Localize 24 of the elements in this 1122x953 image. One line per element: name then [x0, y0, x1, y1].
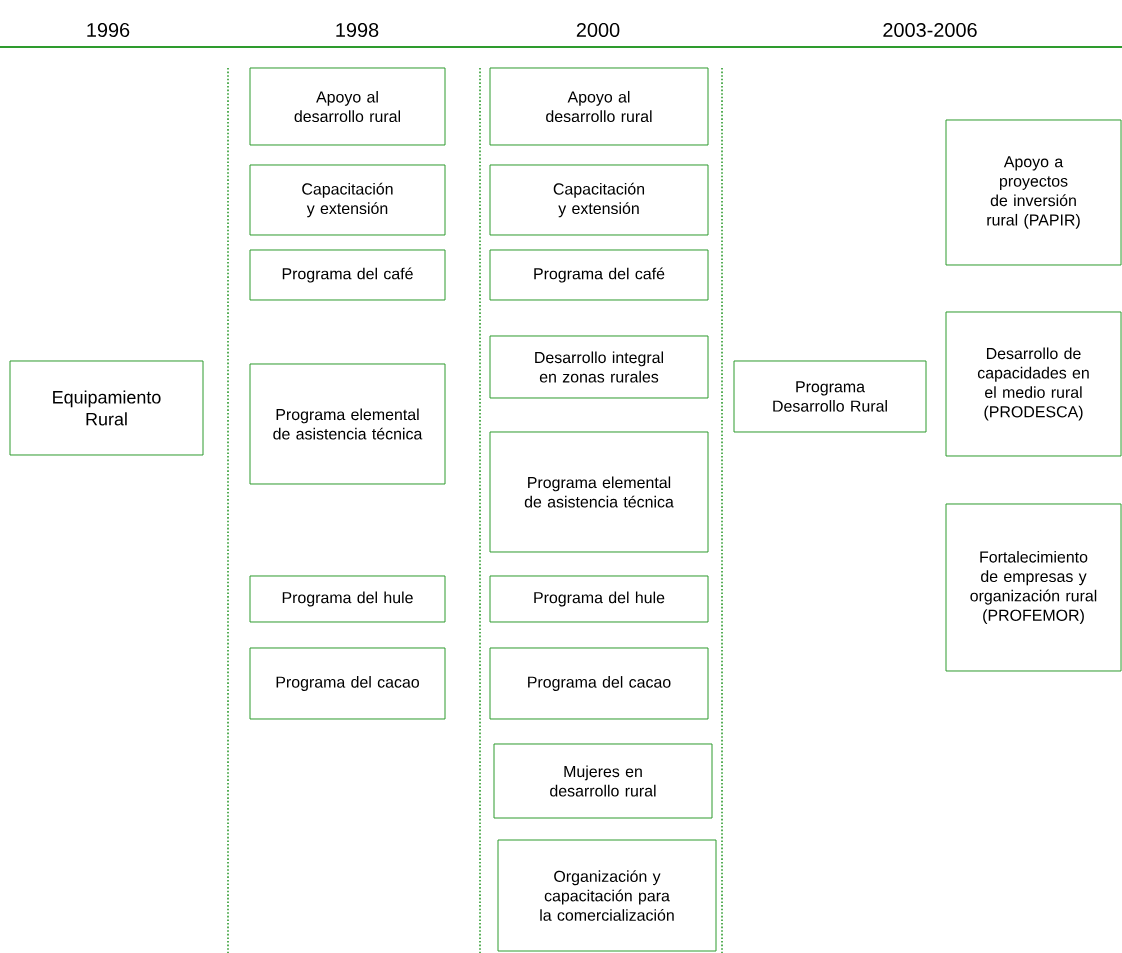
program-box: Mujeres en desarrollo rural [493, 743, 713, 819]
program-box: Programa del hule [249, 575, 446, 623]
program-box: Programa del café [249, 249, 446, 301]
year-heading: 2000 [576, 22, 620, 38]
program-box: Programa del cacao [249, 647, 446, 720]
program-box: Apoyo al desarrollo rural [249, 67, 446, 146]
program-box: Capacitación y extensión [489, 164, 709, 236]
program-box: Programa elemental de asistencia técnica [489, 431, 709, 553]
program-box: Programa del cacao [489, 647, 709, 720]
program-box: Apoyo al desarrollo rural [489, 67, 709, 146]
program-box: Capacitación y extensión [249, 164, 446, 236]
year-heading: 1998 [336, 22, 379, 38]
program-box: Programa del café [489, 249, 709, 301]
program-box: Programa Desarrollo Rural [733, 360, 927, 433]
program-box: Programa del hule [489, 575, 709, 623]
program-box: Programa elemental de asistencia técnica [249, 363, 446, 485]
program-box: Organización y capacitación para la comercialización [497, 839, 717, 952]
program-box: Desarrollo de capacidades en el medio rural (PRODESCA) [945, 311, 1122, 457]
year-heading: 2003-2006 [883, 22, 977, 38]
year-heading: 1996 [87, 22, 130, 38]
program-box: Desarrollo integral en zonas rurales [489, 335, 709, 399]
program-box: Fortalecimiento de empresas y organización rural (PROFEMOR) [945, 503, 1122, 672]
program-box: Apoyo a proyectos de inversión rural (PAPIR) [945, 119, 1122, 266]
program-box: Equipamiento Rural [9, 360, 204, 456]
